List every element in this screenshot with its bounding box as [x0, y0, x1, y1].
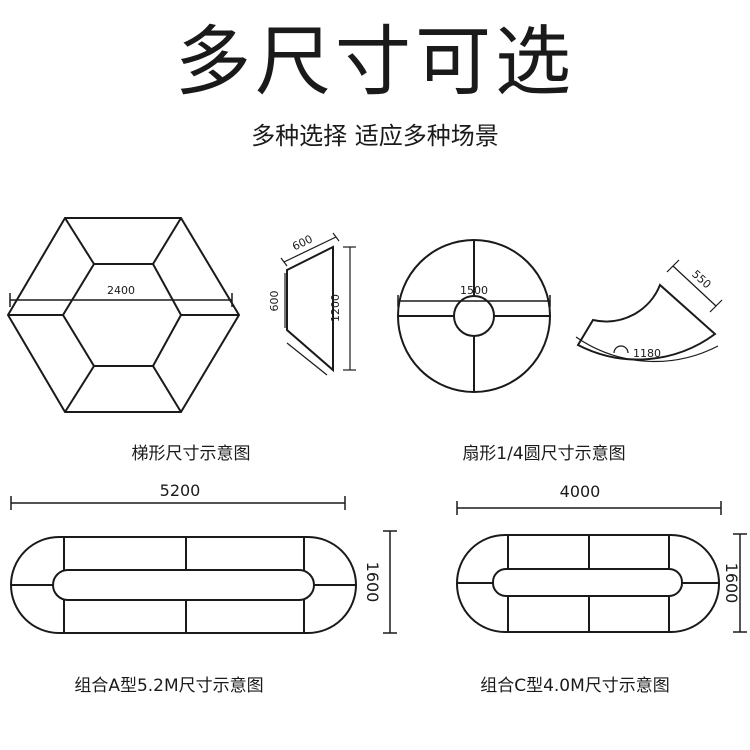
sector-pointer-mark	[613, 345, 629, 354]
combo-a-inner-bar	[52, 569, 315, 601]
sector-outline	[576, 283, 717, 361]
sector-dimension-lines	[575, 259, 723, 363]
trapezoid-outline	[286, 245, 334, 373]
hexagon-seam	[152, 217, 182, 265]
sector-table	[575, 259, 723, 363]
hexagon-table	[6, 217, 241, 413]
circle-table	[397, 239, 551, 393]
sector-arc-label: 1180	[633, 347, 661, 360]
trapezoid-top-label: 600	[290, 232, 315, 253]
circle-dimension-line	[397, 295, 551, 307]
hexagon-seam	[64, 365, 95, 413]
combo-a-caption: 组合A型5.2M尺寸示意图	[74, 676, 263, 696]
trapezoid-dimension-lines	[280, 232, 356, 376]
sector-width-label: 550	[689, 268, 713, 292]
combo-a-dimension-lines	[10, 496, 397, 634]
trapezoid-left-label: 600	[268, 291, 281, 312]
trapezoid-table	[280, 232, 356, 376]
combo-c-seams	[457, 535, 719, 632]
page-title: 多尺寸可选	[175, 17, 575, 106]
trapezoid-caption: 梯形尺寸示意图	[132, 444, 251, 464]
hexagon-width-label: 2400	[107, 284, 135, 297]
hexagon-seam	[64, 217, 95, 265]
page-subtitle: 多种选择 适应多种场景	[251, 122, 499, 150]
hexagon-seam	[152, 365, 182, 413]
combo-c-caption: 组合C型4.0M尺寸示意图	[480, 676, 670, 696]
combo-c-height-label: 1600	[722, 563, 741, 604]
combo-a-seams	[11, 537, 356, 633]
combo-c-dimension-lines	[456, 501, 747, 633]
combo-c-inner-bar	[492, 568, 683, 597]
combo-a-width-label: 5200	[160, 481, 201, 500]
circle-width-label: 1500	[460, 284, 488, 297]
circle-hub	[453, 295, 495, 337]
sector-caption: 扇形1/4圆尺寸示意图	[462, 444, 625, 464]
combo-a-table	[10, 496, 397, 634]
trapezoid-right-label: 1200	[329, 294, 342, 322]
hexagon-dimension-line	[9, 293, 233, 307]
hexagon-inner	[61, 263, 183, 367]
combo-c-width-label: 4000	[560, 482, 601, 501]
combo-a-height-label: 1600	[363, 562, 382, 603]
combo-c-table	[456, 501, 747, 633]
